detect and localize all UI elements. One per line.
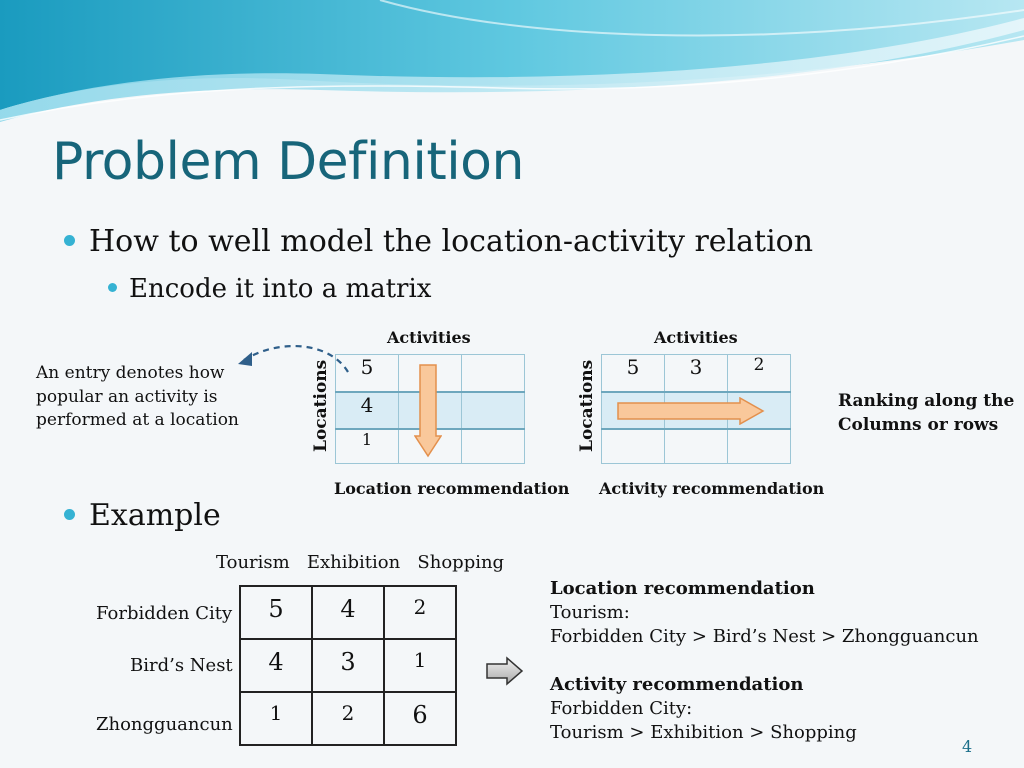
ranking-note: Ranking along the Columns or rows <box>838 390 1014 437</box>
bullet-encode-matrix: Encode it into a matrix <box>108 274 431 304</box>
bullet-dot-icon <box>64 508 75 520</box>
matrix-cell: 5 <box>239 585 313 640</box>
recommendation-results: Location recommendation Tourism: Forbidd… <box>550 577 979 745</box>
matrix-cell <box>727 428 791 464</box>
annotation-line: An entry denotes how <box>36 363 225 383</box>
act-rec-line: Forbidden City: <box>550 698 693 719</box>
matrix-cell: 2 <box>311 691 385 746</box>
matrix-cell <box>601 428 665 464</box>
example-column-headers: Tourism Exhibition Shopping <box>216 552 504 573</box>
matrix-cell: 2 <box>383 585 457 640</box>
matrix-cell: 4 <box>239 638 313 693</box>
matrix-cell: 3 <box>311 638 385 693</box>
ranking-note-line: Ranking along the <box>838 391 1015 411</box>
page-number: 4 <box>962 737 973 756</box>
bullet-dot-icon <box>108 283 117 292</box>
header-wave-decoration <box>0 0 1024 122</box>
loc-rec-line: Forbidden City > Bird’s Nest > Zhongguan… <box>550 626 979 647</box>
act-rec-title: Activity recommendation <box>550 674 804 695</box>
row-label: Zhongguancun <box>96 714 233 735</box>
block-arrow-icon <box>486 656 524 686</box>
ranking-note-line: Columns or rows <box>838 414 999 435</box>
bullet-example: Example <box>64 498 221 533</box>
left-matrix-caption: Location recommendation <box>334 479 570 498</box>
bullet-text: Encode it into a matrix <box>129 274 432 304</box>
right-matrix-col-header: Activities <box>654 328 738 347</box>
left-matrix-col-header: Activities <box>387 328 471 347</box>
matrix-cell: 4 <box>311 585 385 640</box>
row-label: Bird’s Nest <box>130 655 233 676</box>
matrix-cell: 3 <box>664 354 728 392</box>
matrix-cell: 1 <box>383 638 457 693</box>
annotation-line: popular an activity is <box>36 386 218 407</box>
act-rec-line: Tourism > Exhibition > Shopping <box>550 722 857 743</box>
column-header: Exhibition <box>306 552 401 573</box>
right-matrix-caption: Activity recommendation <box>599 479 825 498</box>
right-matrix-row-header: Locations <box>577 359 597 452</box>
matrix-cell: 1 <box>335 428 399 464</box>
down-arrow-icon <box>414 364 442 458</box>
loc-rec-line: Tourism: <box>550 602 630 623</box>
row-label: Forbidden City <box>96 603 233 624</box>
column-header: Shopping <box>417 552 505 573</box>
matrix-cell: 5 <box>335 354 399 392</box>
matrix-cell: 1 <box>239 691 313 746</box>
right-arrow-icon <box>617 397 765 425</box>
matrix-cell <box>461 428 525 464</box>
slide-title: Problem Definition <box>52 132 524 192</box>
bullet-model-relation: How to well model the location-activity … <box>64 224 813 259</box>
matrix-cell <box>664 428 728 464</box>
bullet-dot-icon <box>64 234 75 246</box>
matrix-cell: 5 <box>601 354 665 392</box>
left-matrix-row-header: Locations <box>311 359 331 452</box>
matrix-cell: 6 <box>383 691 457 746</box>
matrix-cell: 2 <box>727 354 791 392</box>
column-header: Tourism <box>216 552 290 573</box>
annotation-line: performed at a location <box>36 410 239 430</box>
loc-rec-title: Location recommendation <box>550 578 815 599</box>
entry-annotation: An entry denotes how popular an activity… <box>36 362 239 433</box>
bullet-text: Example <box>89 498 221 533</box>
bullet-text: How to well model the location-activity … <box>89 224 814 259</box>
matrix-cell: 4 <box>335 390 399 430</box>
matrix-cell <box>461 390 525 430</box>
matrix-cell <box>461 354 525 392</box>
example-matrix: 5 4 2 4 3 1 1 2 6 <box>239 585 457 746</box>
